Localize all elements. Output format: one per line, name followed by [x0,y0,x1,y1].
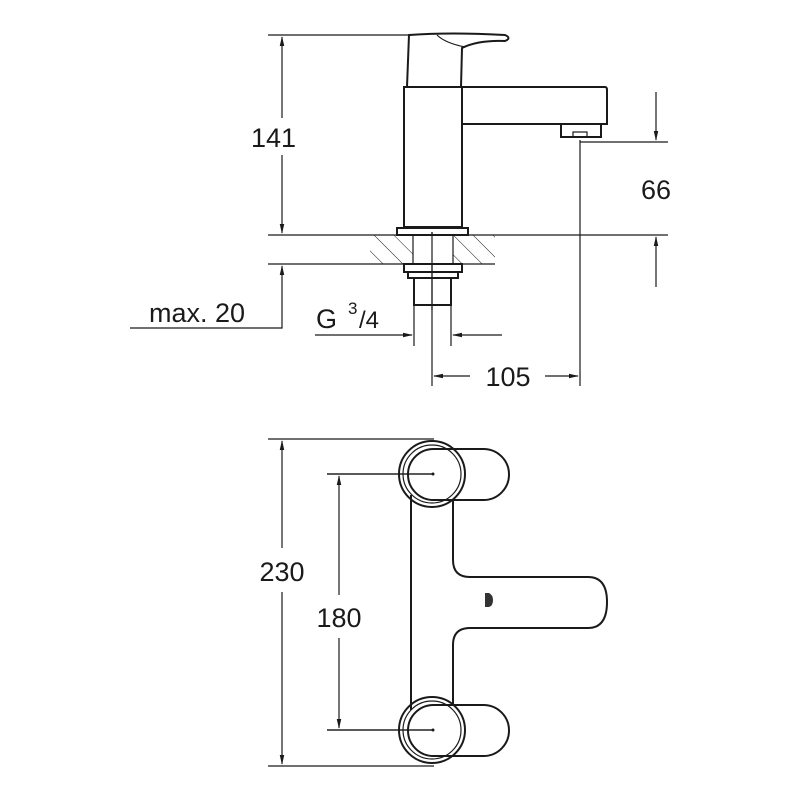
dim-141-label: 141 [251,123,296,153]
plan-body-outline [410,495,609,710]
aerator [560,123,602,138]
dim-max20-leader [130,265,285,329]
top-view: 230 180 [259,438,609,767]
dim-thread-numerator: 3 [348,299,357,318]
dim-180-label: 180 [316,603,361,633]
handle-lever [406,32,510,88]
dim-max20-label: max. 20 [149,298,245,328]
dim-230-label: 230 [259,557,304,587]
dim-105-label: 105 [485,362,530,392]
dim-thread-prefix: G [316,304,337,334]
faucet-body [403,86,463,228]
mounting-nut [403,263,463,273]
brand-logo-mark [485,593,493,607]
dim-66-label: 66 [641,175,671,205]
side-view: 141 66 max. 20 G 3 /4 105 [130,32,671,392]
spout [462,86,608,125]
dim-thread-denominator: /4 [359,307,379,334]
